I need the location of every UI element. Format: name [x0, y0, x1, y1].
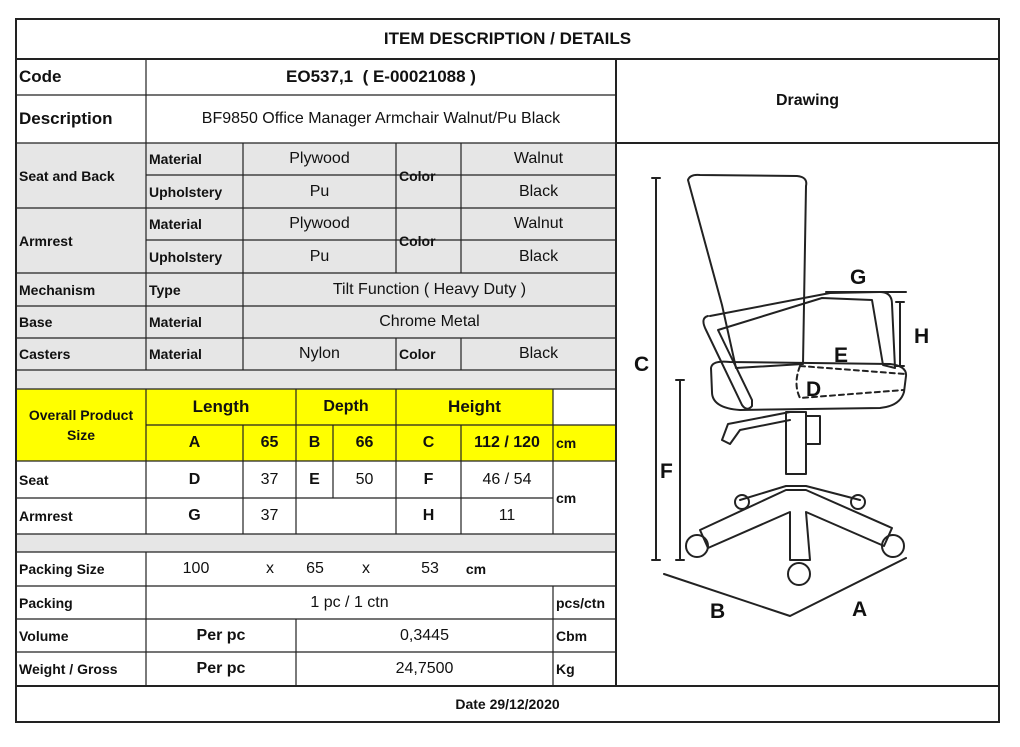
packing-label: Packing — [19, 594, 73, 611]
seat-d-value: 37 — [260, 470, 279, 488]
armrest-dims-label: Armrest — [19, 508, 73, 524]
seat-back-material-label: Material — [149, 151, 202, 167]
overall-unit-bg — [553, 389, 616, 425]
overall-b-letter: B — [308, 434, 321, 451]
packing-size-height: 53 — [421, 560, 439, 577]
seat-d-letter: D — [188, 470, 201, 488]
overall-unit: cm — [556, 435, 577, 451]
drawing-letter-g: G — [850, 266, 866, 289]
chair-gas-lift — [785, 411, 807, 475]
seat-back-upholstery: Pu — [309, 182, 330, 200]
volume-per: Per pc — [196, 626, 246, 644]
seat-f-value: 46 / 54 — [482, 470, 532, 488]
chair-armrest — [702, 291, 896, 410]
overall-height-header: Height — [448, 397, 501, 416]
shade-spacer-2 — [16, 534, 616, 552]
seat-back-label: Seat and Back — [19, 167, 115, 184]
description-label: Description — [19, 109, 113, 128]
armrest-material: Plywood — [289, 215, 350, 232]
code-label: Code — [19, 67, 62, 86]
casters-material-label: Material — [149, 346, 202, 362]
armrest-color-label: Color — [399, 232, 436, 249]
code-value: EO537,1 ( E-00021088 ) — [286, 67, 476, 86]
mechanism-label: Mechanism — [19, 281, 96, 298]
packing-size-length: 100 — [182, 560, 210, 577]
casters-color-label: Color — [399, 346, 436, 362]
base-value: Chrome Metal — [379, 313, 480, 330]
seat-back-color-material: Walnut — [513, 150, 564, 167]
seat-back-material: Plywood — [289, 150, 350, 167]
drawing-letter-e: E — [834, 344, 848, 367]
seat-back-color-upholstery: Black — [518, 182, 559, 200]
packing-value: 1 pc / 1 ctn — [310, 593, 389, 611]
armrest-h-value: 11 — [498, 507, 516, 524]
shade-row-mechanism — [16, 273, 616, 306]
packing-size-width: 65 — [306, 560, 324, 577]
base-material-label: Material — [149, 314, 202, 330]
drawing-label: Drawing — [775, 92, 840, 109]
base-label: Base — [19, 314, 53, 330]
seat-dims-label: Seat — [19, 471, 49, 488]
packing-size-x2: x — [362, 560, 370, 577]
date-footer: Date 29/12/2020 — [455, 696, 560, 712]
packing-size-x1: x — [266, 560, 274, 577]
drawing-letter-c: C — [634, 353, 649, 376]
mechanism-value: Tilt Function ( Heavy Duty ) — [332, 280, 527, 298]
overall-length-header: Length — [192, 397, 250, 416]
dims-unit: cm — [556, 489, 577, 506]
overall-a-letter: A — [188, 434, 201, 451]
volume-value: 0,3445 — [400, 626, 449, 644]
drawing-letter-d: D — [806, 378, 821, 401]
drawing-letter-h: H — [914, 325, 929, 348]
armrest-g-letter: G — [188, 507, 201, 524]
drawing-letter-f: F — [660, 460, 673, 483]
armrest-h-letter: H — [422, 507, 435, 524]
chair-star-base — [699, 489, 893, 561]
weight-unit: Kg — [556, 661, 575, 677]
armrest-upholstery: Pu — [309, 247, 330, 265]
overall-a-value: 65 — [260, 434, 279, 451]
seat-e-letter: E — [309, 470, 320, 488]
casters-label: Casters — [19, 346, 71, 362]
weight-value: 24,7500 — [395, 660, 454, 677]
overall-depth-header: Depth — [323, 398, 369, 415]
shade-spacer-1 — [16, 370, 616, 389]
chair-seat — [710, 360, 908, 411]
packing-unit: pcs/ctn — [556, 594, 606, 611]
armrest-color-material: Walnut — [513, 215, 564, 232]
seat-back-upholstery-label: Upholstery — [149, 183, 223, 200]
casters-color: Black — [518, 345, 559, 362]
packing-size-label: Packing Size — [19, 561, 105, 577]
drawing-letter-a: A — [852, 598, 867, 621]
seat-e-value: 50 — [355, 470, 374, 488]
overall-c-letter: C — [422, 434, 435, 451]
shade-row-casters — [16, 338, 616, 370]
packing-size-unit: cm — [465, 561, 487, 577]
armrest-label: Armrest — [19, 232, 73, 249]
armrest-material-label: Material — [149, 216, 202, 232]
seat-f-letter: F — [423, 470, 434, 488]
drawing-letter-b: B — [710, 600, 725, 623]
chair-backrest — [687, 173, 808, 369]
sheet-title: ITEM DESCRIPTION / DETAILS — [383, 29, 632, 48]
overall-c-value: 112 / 120 — [474, 434, 540, 451]
volume-unit: Cbm — [556, 627, 588, 644]
casters-material: Nylon — [299, 345, 340, 362]
weight-label: Weight / Gross — [19, 661, 118, 677]
volume-label: Volume — [19, 627, 69, 644]
description-value: BF9850 Office Manager Armchair Walnut/Pu… — [201, 110, 561, 127]
weight-per: Per pc — [196, 660, 246, 677]
seat-back-color-label: Color — [399, 167, 436, 184]
overall-size-label: Overall Product Size — [28, 407, 134, 443]
overall-b-value: 66 — [355, 434, 374, 451]
armrest-g-value: 37 — [260, 507, 279, 524]
mechanism-type-label: Type — [149, 281, 181, 298]
armrest-upholstery-label: Upholstery — [149, 248, 223, 265]
armrest-color-upholstery: Black — [518, 247, 559, 265]
shade-row-base — [16, 306, 616, 338]
